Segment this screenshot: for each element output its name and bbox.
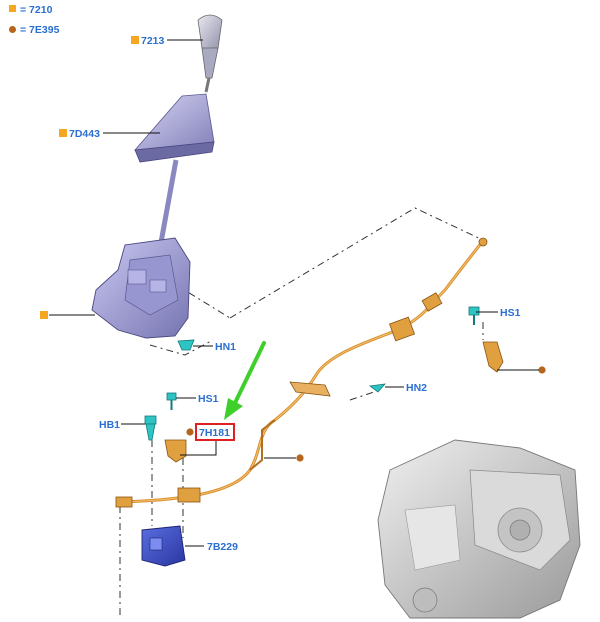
clip-hs1-right (468, 306, 480, 325)
legend-square-marker (9, 5, 16, 12)
clip-hs1-left (166, 392, 177, 410)
legend-square-text: = 7210 (20, 4, 53, 16)
label-7213: 7213 (141, 35, 165, 47)
legend-circle-text: = 7E395 (20, 24, 60, 36)
circle-marker (538, 366, 546, 374)
circle-marker (296, 454, 304, 462)
cable-bracket-right (482, 341, 504, 373)
circle-marker (186, 428, 194, 436)
transmission-housing (377, 439, 581, 619)
label-hn2: HN2 (406, 382, 427, 394)
shift-knob (197, 14, 223, 93)
label-7d443: 7D443 (69, 128, 100, 140)
square-marker-7d443 (59, 129, 67, 137)
label-7h181: 7H181 (199, 427, 230, 439)
clip-hn1 (177, 339, 195, 351)
square-marker-7213 (131, 36, 139, 44)
cable-end-bracket (164, 439, 187, 463)
clip-hn2 (368, 383, 387, 393)
shift-cable (115, 237, 488, 508)
legend: = 7210 = 7E395 (9, 4, 60, 36)
alignment-lines (119, 207, 486, 618)
label-hb1: HB1 (99, 419, 120, 431)
shifter-base-assembly (91, 237, 191, 339)
callout-labels: 7213 7D443 HN1 HS1 HN2 HS1 HB1 7H181 7B2… (59, 35, 521, 553)
clip-hb1 (144, 415, 157, 441)
label-hn1: HN1 (215, 341, 236, 353)
leader-lines (49, 39, 539, 547)
bracket-7b229 (141, 525, 186, 567)
label-7b229: 7B229 (207, 541, 238, 553)
label-hs1-right: HS1 (500, 307, 521, 319)
legend-circle-marker (9, 26, 16, 33)
square-marker-shifter-base (40, 311, 48, 319)
green-pointer-arrow (224, 341, 266, 420)
highlight-box-7h181 (195, 423, 235, 441)
shift-boot (134, 93, 215, 163)
circle-markers (186, 366, 546, 462)
label-hs1-left: HS1 (198, 393, 219, 405)
shift-lever-rod (157, 159, 179, 249)
